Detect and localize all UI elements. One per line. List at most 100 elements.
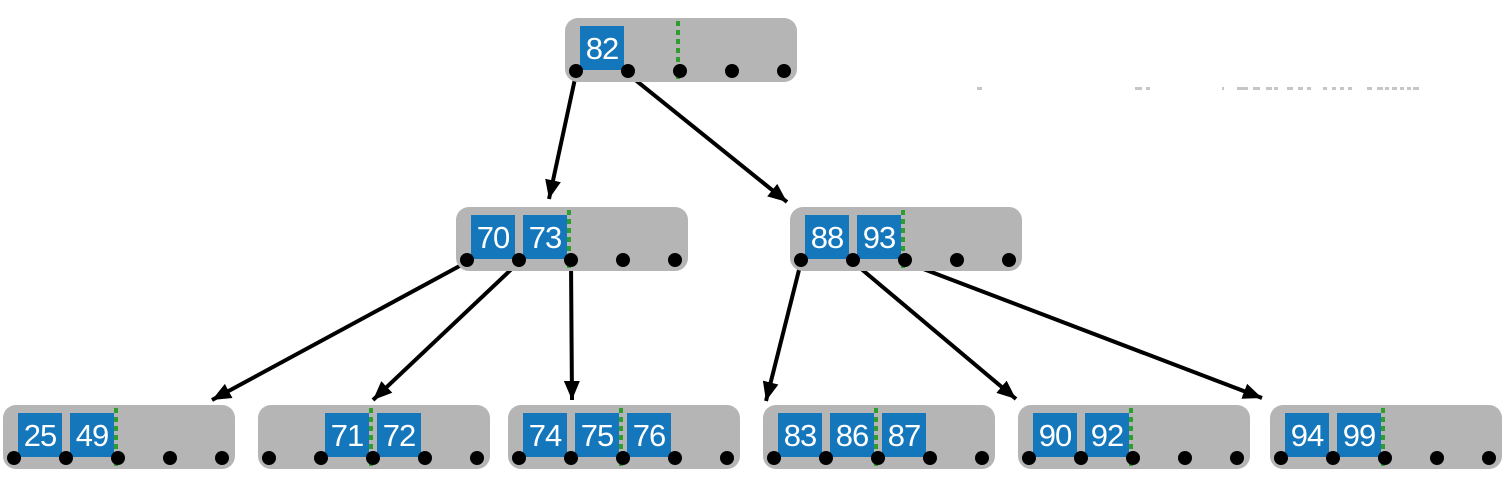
tree-edge-node-88-93-to-node-83-86-87 [762,261,803,402]
child-pointer-dot [215,451,229,465]
child-pointer-dot [163,451,177,465]
key-cell-70: 70 [471,215,515,259]
child-pointer-dot [923,451,937,465]
child-pointer-dot [418,451,432,465]
faded-text-artifact [1253,87,1260,90]
child-pointer-dot [898,253,912,267]
key-cell-93: 93 [857,215,901,259]
child-pointer-dot [668,451,682,465]
child-pointer-dot [846,253,860,267]
child-pointer-dot [1230,451,1244,465]
faded-text-artifact [1385,87,1389,90]
faded-text-artifact [977,87,982,90]
faded-text-artifact [1266,87,1272,90]
faded-text-artifact [1307,87,1311,90]
key-cell-75: 75 [575,413,619,457]
faded-text-artifact [1274,87,1278,90]
child-pointer-dot [1074,451,1088,465]
child-pointer-dot [725,64,739,78]
child-pointer-dot [668,253,682,267]
child-pointer-dot [794,253,808,267]
median-divider [1381,408,1385,466]
child-pointer-dot [871,451,885,465]
faded-text-artifact [1400,87,1404,90]
child-pointer-dot [7,451,21,465]
key-cell-25: 25 [18,413,62,457]
child-pointer-dot [1022,451,1036,465]
tree-edge-node-70-73-to-node-71-72 [371,260,521,402]
faded-text-artifact [1348,87,1352,90]
child-pointer-dot [673,64,687,78]
key-cell-83: 83 [778,413,822,457]
key-cell-74: 74 [523,413,567,457]
child-pointer-dot [59,451,73,465]
child-pointer-dot [616,451,630,465]
key-cell-76: 76 [627,413,671,457]
faded-text-artifact [1413,87,1419,90]
child-pointer-dot [777,64,791,78]
faded-text-artifact [1332,87,1336,90]
key-cell-72: 72 [377,413,421,457]
faded-text-artifact [1146,87,1150,90]
tree-edge-node-70-73-to-node-74-75-76 [563,261,580,401]
child-pointer-dot [720,451,734,465]
tree-edge-node-70-73-to-node-25-49 [211,260,468,402]
child-pointer-dot [950,253,964,267]
btree-node-82: 82 [565,18,797,82]
child-pointer-dot [975,451,989,465]
key-cell-73: 73 [523,215,567,259]
faded-text-artifact [1367,87,1372,90]
tree-edge-node-82-to-node-70-73 [545,73,578,200]
key-cell-71: 71 [325,413,369,457]
child-pointer-dot [1178,451,1192,465]
child-pointer-dot [621,64,635,78]
key-cell-49: 49 [70,413,114,457]
key-cell-99: 99 [1337,413,1381,457]
faded-text-artifact [1222,87,1224,90]
key-cell-94: 94 [1285,413,1329,457]
faded-text-artifact [1135,87,1142,90]
faded-text-artifact [1392,87,1397,90]
tree-edge-node-88-93-to-node-90-92 [851,260,1018,401]
key-cell-88: 88 [805,215,849,259]
median-divider [619,408,623,466]
child-pointer-dot [1482,451,1496,465]
faded-text-artifact [1323,87,1327,90]
child-pointer-dot [366,451,380,465]
child-pointer-dot [564,253,578,267]
child-pointer-dot [767,451,781,465]
key-cell-82: 82 [580,26,624,70]
faded-text-artifact [1340,87,1344,90]
child-pointer-dot [314,451,328,465]
median-divider [114,408,118,466]
child-pointer-dot [1326,451,1340,465]
median-divider [567,210,571,268]
key-cell-92: 92 [1085,413,1129,457]
child-pointer-dot [1274,451,1288,465]
child-pointer-dot [616,253,630,267]
median-divider [901,210,905,268]
tree-edge-node-88-93-to-node-94-99 [904,260,1263,400]
key-cell-86: 86 [830,413,874,457]
child-pointer-dot [512,451,526,465]
child-pointer-dot [819,451,833,465]
child-pointer-dot [1126,451,1140,465]
faded-text-artifact [1237,87,1248,90]
child-pointer-dot [564,451,578,465]
faded-text-artifact [1377,87,1383,90]
child-pointer-dot [111,451,125,465]
child-pointer-dot [1378,451,1392,465]
faded-text-artifact [1407,87,1411,90]
median-divider [676,21,680,79]
child-pointer-dot [1430,451,1444,465]
child-pointer-dot [1002,253,1016,267]
median-divider [874,408,878,466]
child-pointer-dot [460,253,474,267]
